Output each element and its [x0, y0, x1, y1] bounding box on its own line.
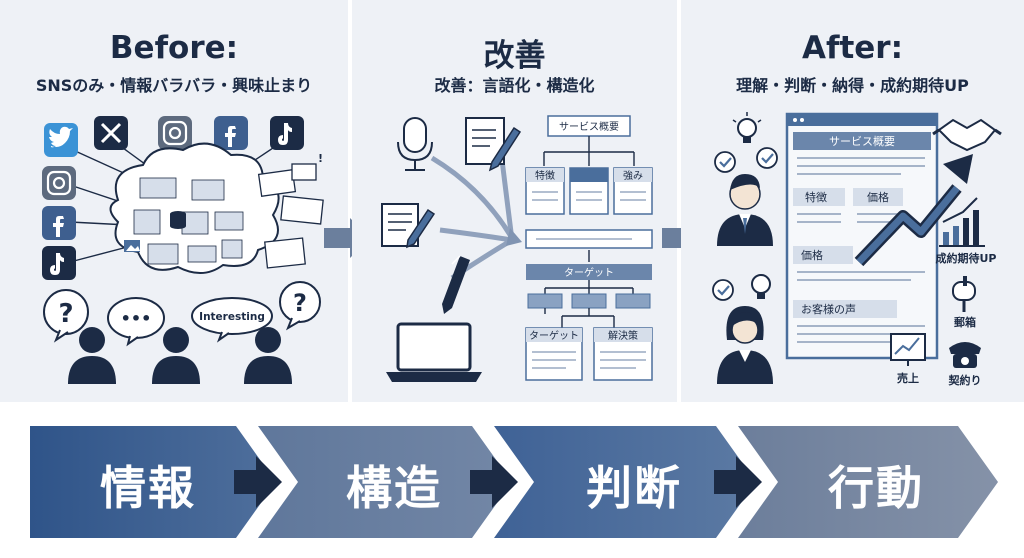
- telephone-icon: [949, 342, 981, 368]
- before-panel: Before: SNSのみ・情報バラバラ・興味止まり: [0, 0, 348, 402]
- flow-arrow-3: [714, 456, 762, 508]
- svg-text:?: ?: [58, 299, 73, 329]
- check-icon-2: [756, 147, 778, 169]
- question-bubble-right: ?: [279, 281, 321, 331]
- after-illustration: サービス概要 特徴 価格 価格 お客様の声: [712, 112, 1002, 387]
- after-panel: After: 理解・判断・納得・成約期待UP: [681, 0, 1024, 402]
- facebook-icon-side: [42, 206, 76, 240]
- person-silhouette-2: [152, 327, 200, 384]
- person-silhouette-3: [244, 327, 292, 384]
- svg-text:Interesting: Interesting: [199, 311, 265, 323]
- before-title: Before:: [109, 30, 239, 66]
- facebook-icon: [214, 116, 248, 150]
- mailbox-label: 郵箱: [954, 315, 976, 329]
- lightbulb-icon-2: [751, 274, 771, 299]
- svg-text:特徴: 特徴: [535, 169, 555, 182]
- twitter-icon: [44, 123, 78, 157]
- lightbulb-icon: [732, 112, 762, 143]
- flow-step-3: [494, 426, 756, 538]
- improve-title: 改善: [483, 38, 546, 74]
- question-bubble-left: ?: [43, 289, 89, 343]
- flow-step-4: [738, 426, 998, 538]
- before-illustration: ! ? ••• Interesting ?: [42, 116, 324, 384]
- flow-step-2: [258, 426, 512, 538]
- microphone-icon: [397, 117, 433, 171]
- svg-text:価格: 価格: [867, 190, 889, 204]
- growth-label: 成約期待UP: [936, 251, 997, 265]
- svg-text:ターゲット: ターゲット: [564, 267, 614, 279]
- interesting-bubble: Interesting: [191, 297, 273, 343]
- flow-label-structure: 構造: [346, 461, 442, 515]
- structure-diagram: サービス概要 特徴 強み ターゲット: [525, 115, 653, 381]
- svg-text:•••: •••: [121, 309, 152, 328]
- improve-illustration: サービス概要 特徴 強み ターゲット: [381, 115, 653, 382]
- information-cloud: [109, 142, 280, 274]
- x-icon: [94, 116, 128, 150]
- check-icon-3: [712, 279, 734, 301]
- svg-text:価格: 価格: [801, 248, 823, 262]
- laptop-icon: [386, 322, 482, 382]
- check-icon-1: [714, 151, 736, 173]
- mailbox-icon: [952, 276, 976, 312]
- svg-text:強み: 強み: [623, 169, 643, 182]
- svg-text:?: ?: [293, 289, 307, 317]
- database-icon: [170, 211, 186, 229]
- ellipsis-bubble: •••: [107, 297, 165, 347]
- flow-label-info: 情報: [100, 461, 196, 515]
- before-subtitle: SNSのみ・情報バラバラ・興味止まり: [35, 76, 313, 95]
- svg-text:サービス概要: サービス概要: [559, 120, 619, 133]
- instagram-icon-side: [42, 166, 76, 200]
- after-subtitle: 理解・判断・納得・成約期待UP: [736, 76, 969, 95]
- tiktok-icon-side: [42, 246, 76, 280]
- document-pen-icon: [465, 117, 522, 172]
- sales-board-icon: [890, 333, 926, 366]
- handshake-icon: [932, 118, 1002, 152]
- document-edit-icon: [381, 203, 436, 249]
- bar-chart-icon: [939, 197, 985, 247]
- flow-arrow-1: [234, 456, 282, 508]
- after-title: After:: [801, 30, 903, 66]
- flow-label-judgment: 判断: [586, 461, 682, 515]
- svg-text:!: !: [318, 152, 323, 165]
- svg-text:特徴: 特徴: [805, 190, 827, 204]
- person-silhouette-1: [68, 327, 116, 384]
- flow-band: [30, 426, 998, 538]
- photo-icon: [124, 240, 140, 252]
- svg-text:解決策: 解決策: [608, 329, 638, 342]
- pen-icon: [442, 255, 470, 314]
- tiktok-icon: [270, 116, 304, 150]
- svg-text:ターゲット: ターゲット: [529, 330, 579, 342]
- flow-step-1: [30, 426, 276, 538]
- improve-panel: 改善 改善：言語化・構造化: [352, 0, 677, 402]
- website-page: サービス概要 特徴 価格 価格 お客様の声: [785, 112, 939, 360]
- svg-text:サービス概要: サービス概要: [829, 135, 895, 148]
- instagram-icon: [158, 116, 192, 150]
- growth-arrow-icon: [854, 154, 973, 267]
- businesswoman-avatar: [717, 306, 773, 384]
- sales-label: 売上: [897, 371, 919, 385]
- flow-label-action: 行動: [828, 461, 924, 515]
- flow-arrow-2: [470, 456, 518, 508]
- improve-subtitle: 改善：言語化・構造化: [434, 76, 595, 95]
- contract-label: 契約り: [948, 373, 982, 387]
- businessman-avatar: [717, 174, 773, 246]
- svg-text:お客様の声: お客様の声: [801, 302, 856, 316]
